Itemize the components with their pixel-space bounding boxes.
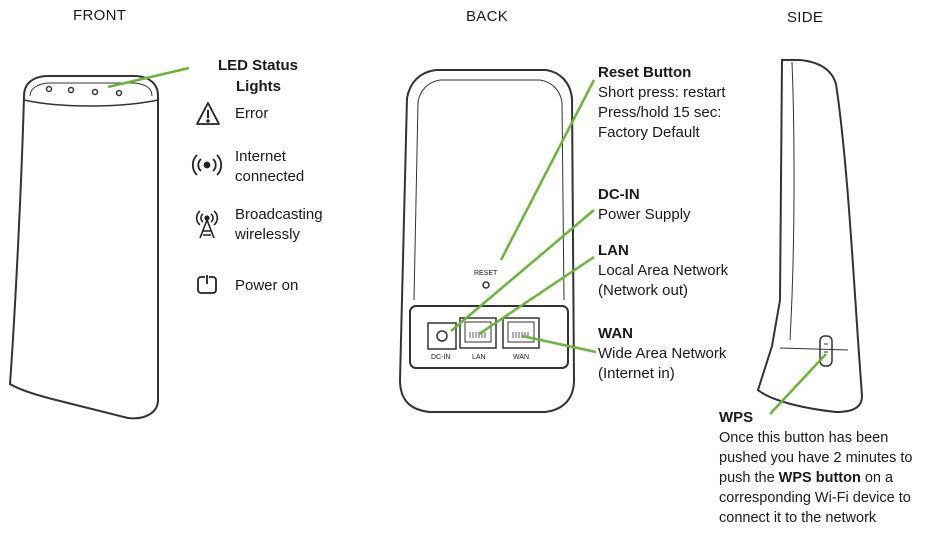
wan-callout-title: WAN [598,325,633,342]
side-view-router [756,59,864,414]
led-title-line1: LED Status [218,57,299,74]
signal-waves-icon [191,154,223,176]
lan-callout-line1: Local Area Network [598,262,729,279]
reset-callout-line1: Short press: restart [598,84,726,101]
wps-callout-description: Once this button has been pushed you hav… [719,428,924,528]
lan-callout-line2: (Network out) [598,282,689,299]
led-internet-label-1: Internet [235,148,286,165]
wan-port-label: WAN [513,354,530,361]
front-view-router [8,75,159,420]
reset-port-label: RESET [474,270,498,277]
wps-desc-bold: WPS button [778,470,861,486]
dcin-callout-line1: Power Supply [598,206,691,223]
led-callout-line [107,66,190,89]
led-internet-label-2: connected [235,168,305,185]
led-title-line2: Lights [236,78,281,95]
reset-callout-title: Reset Button [598,64,692,81]
side-header: SIDE [787,9,824,26]
dcin-callout-line [450,209,595,332]
led-power-label: Power on [235,277,299,294]
led-broadcast-label-1: Broadcasting [235,206,323,223]
wps-desc-before: Once this button has been pushed you hav… [719,430,913,486]
led-broadcast-label-2: wirelessly [235,226,301,243]
wan-callout-line2: (Internet in) [598,365,675,382]
callout-lines [107,66,827,415]
wps-callout-line [769,353,827,415]
lan-port-label: LAN [472,354,486,361]
reset-callout-line3: Factory Default [598,124,700,141]
wan-callout-line [521,334,597,354]
dcin-port-label: DC-IN [431,354,451,361]
lan-callout-line [478,255,595,336]
warning-triangle-icon [196,102,220,125]
back-header: BACK [466,8,509,25]
reset-callout-line2: Press/hold 15 sec: [598,104,722,121]
front-header: FRONT [73,7,127,24]
wan-callout-line1: Wide Area Network [598,345,727,362]
lan-callout-title: LAN [598,242,629,259]
led-error-label: Error [235,105,269,122]
power-icon [197,274,217,294]
antenna-broadcast-icon [195,210,219,239]
wps-callout-title: WPS [719,409,754,426]
reset-callout-line [499,79,596,261]
back-view-router [398,69,576,413]
front-led-dots [45,85,123,97]
wps-desc-after: on a corresponding Wi-Fi device to conne… [719,470,911,526]
dcin-callout-title: DC-IN [598,186,640,203]
